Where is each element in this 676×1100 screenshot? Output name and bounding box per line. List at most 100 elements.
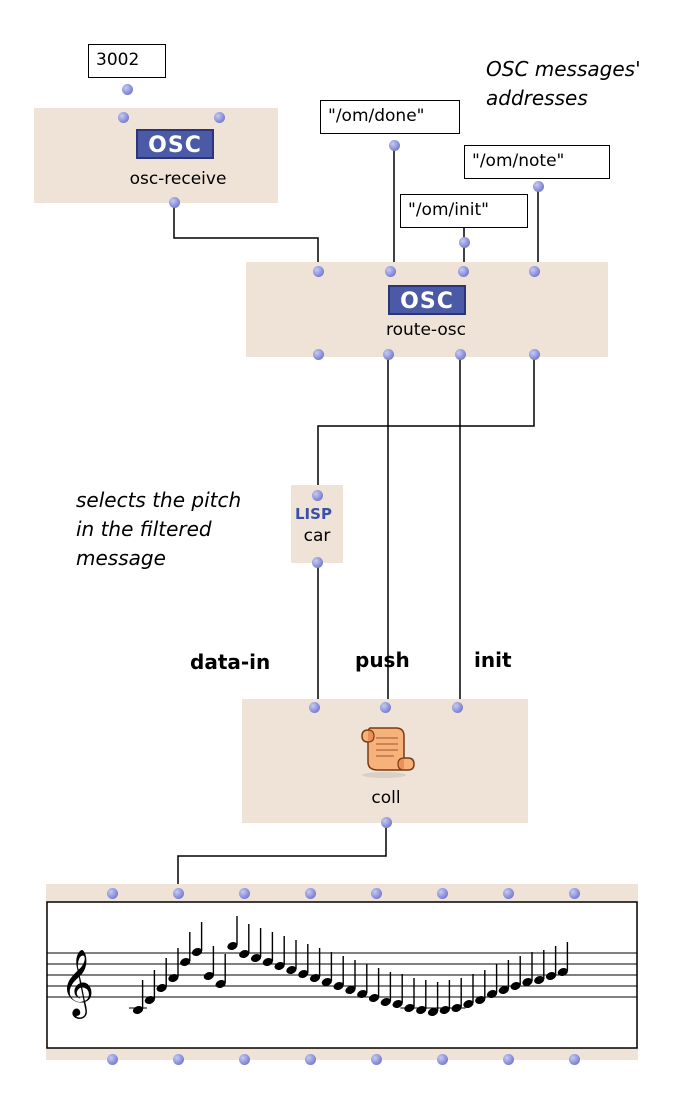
note-head bbox=[191, 948, 203, 956]
message-om-done-outlet[interactable] bbox=[389, 140, 400, 151]
note-head bbox=[321, 978, 332, 986]
message-text: "/om/init" bbox=[408, 200, 489, 220]
score-inlet-4[interactable] bbox=[305, 888, 316, 899]
osc-receive-outlet[interactable] bbox=[169, 197, 180, 208]
note-head bbox=[333, 982, 344, 990]
score-inlet-3[interactable] bbox=[239, 888, 250, 899]
comment-line: OSC messages' bbox=[486, 57, 641, 81]
treble-clef-icon: 𝄞 bbox=[60, 948, 94, 1019]
route-osc-outlet-4[interactable] bbox=[529, 349, 540, 360]
note-head bbox=[298, 970, 309, 978]
score-outlet-7[interactable] bbox=[503, 1054, 514, 1065]
note-head bbox=[475, 996, 486, 1004]
route-osc-inlet-1[interactable] bbox=[313, 266, 324, 277]
score-outlet-6[interactable] bbox=[437, 1054, 448, 1065]
lisp-badge: LISP bbox=[295, 505, 332, 523]
score-outlet-5[interactable] bbox=[371, 1054, 382, 1065]
comment-line: message bbox=[76, 546, 166, 570]
note-head bbox=[368, 994, 380, 1002]
note-head bbox=[274, 962, 285, 970]
route-osc-inlet-2[interactable] bbox=[385, 266, 396, 277]
score-inlet-8[interactable] bbox=[569, 888, 580, 899]
note-head bbox=[203, 972, 214, 980]
score-inlet-1[interactable] bbox=[107, 888, 118, 899]
note-head bbox=[380, 998, 391, 1006]
note-head bbox=[545, 972, 557, 980]
coll-inlet-1[interactable] bbox=[309, 702, 320, 713]
note-head bbox=[168, 974, 179, 982]
coll-inlet-2[interactable] bbox=[380, 702, 391, 713]
note-head bbox=[357, 990, 368, 998]
message-om-init[interactable]: "/om/init" bbox=[400, 194, 528, 228]
score-inlet-5[interactable] bbox=[371, 888, 382, 899]
note-head bbox=[486, 990, 498, 998]
note-head bbox=[156, 984, 167, 992]
note-head bbox=[392, 1000, 403, 1008]
note-head bbox=[227, 942, 238, 950]
note-head bbox=[498, 986, 509, 994]
score-outlet-3[interactable] bbox=[239, 1054, 250, 1065]
car-inlet[interactable] bbox=[312, 490, 323, 501]
coll-outlet[interactable] bbox=[381, 817, 392, 828]
score-outlet-4[interactable] bbox=[305, 1054, 316, 1065]
car-label: car bbox=[303, 526, 331, 546]
osc-receive-inlet-2[interactable] bbox=[214, 112, 225, 123]
score-outlet-2[interactable] bbox=[173, 1054, 184, 1065]
note-head bbox=[427, 1008, 439, 1016]
number-box-outlet[interactable] bbox=[122, 84, 133, 95]
osc-badge: OSC bbox=[388, 285, 466, 315]
note-head bbox=[345, 986, 356, 994]
inlet-label-init: init bbox=[474, 648, 512, 672]
message-om-done[interactable]: "/om/done" bbox=[320, 100, 460, 134]
note-head bbox=[286, 966, 297, 974]
score-inlet-7[interactable] bbox=[503, 888, 514, 899]
score-inlet-6[interactable] bbox=[437, 888, 448, 899]
comment-line: selects the pitch bbox=[76, 488, 242, 512]
coll-label: coll bbox=[371, 788, 401, 808]
note-head bbox=[309, 974, 321, 982]
inlet-label-push: push bbox=[355, 648, 410, 672]
note-head bbox=[250, 954, 262, 962]
note-head bbox=[510, 982, 521, 990]
score-outlet-1[interactable] bbox=[107, 1054, 118, 1065]
number-box-value: 3002 bbox=[96, 50, 140, 70]
note-head bbox=[262, 958, 273, 966]
comment-line: in the filtered bbox=[76, 517, 212, 541]
connection-coll-to-score bbox=[177, 823, 387, 893]
route-osc-outlet-1[interactable] bbox=[313, 349, 324, 360]
note-head bbox=[463, 1000, 474, 1008]
car-outlet[interactable] bbox=[312, 557, 323, 568]
comment-selects-pitch: selects the pitch in the filtered messag… bbox=[76, 486, 241, 573]
osc-badge: OSC bbox=[136, 129, 214, 159]
osc-receive-label: osc-receive bbox=[129, 169, 227, 189]
message-om-note-outlet[interactable] bbox=[533, 181, 544, 192]
score-outlet-8[interactable] bbox=[569, 1054, 580, 1065]
coll-inlet-3[interactable] bbox=[452, 702, 463, 713]
route-osc-inlet-3[interactable] bbox=[458, 266, 469, 277]
route-osc-label: route-osc bbox=[386, 320, 466, 340]
score-staff: 𝄞 bbox=[46, 901, 638, 1049]
note-head bbox=[180, 958, 191, 966]
connection-route-to-car bbox=[317, 355, 535, 495]
inlet-label-data-in: data-in bbox=[190, 650, 271, 674]
scroll-icon bbox=[361, 727, 415, 778]
note-head bbox=[239, 950, 250, 958]
note-head bbox=[215, 980, 226, 988]
connection-osc-receive-to-route-osc bbox=[173, 202, 319, 270]
number-box[interactable]: 3002 bbox=[88, 44, 166, 78]
note-head bbox=[557, 968, 568, 976]
message-om-init-outlet[interactable] bbox=[459, 237, 470, 248]
note-head bbox=[522, 978, 533, 986]
route-osc-outlet-3[interactable] bbox=[455, 349, 466, 360]
note-head bbox=[534, 976, 545, 984]
osc-receive-inlet-1[interactable] bbox=[118, 112, 129, 123]
message-om-note[interactable]: "/om/note" bbox=[464, 145, 610, 179]
route-osc-inlet-4[interactable] bbox=[529, 266, 540, 277]
message-text: "/om/note" bbox=[472, 151, 565, 171]
message-text: "/om/done" bbox=[328, 106, 425, 126]
comment-osc-addresses: OSC messages' addresses bbox=[486, 55, 641, 113]
comment-line: addresses bbox=[486, 86, 588, 110]
route-osc-outlet-2[interactable] bbox=[383, 349, 394, 360]
score-inlet-2[interactable] bbox=[173, 888, 184, 899]
